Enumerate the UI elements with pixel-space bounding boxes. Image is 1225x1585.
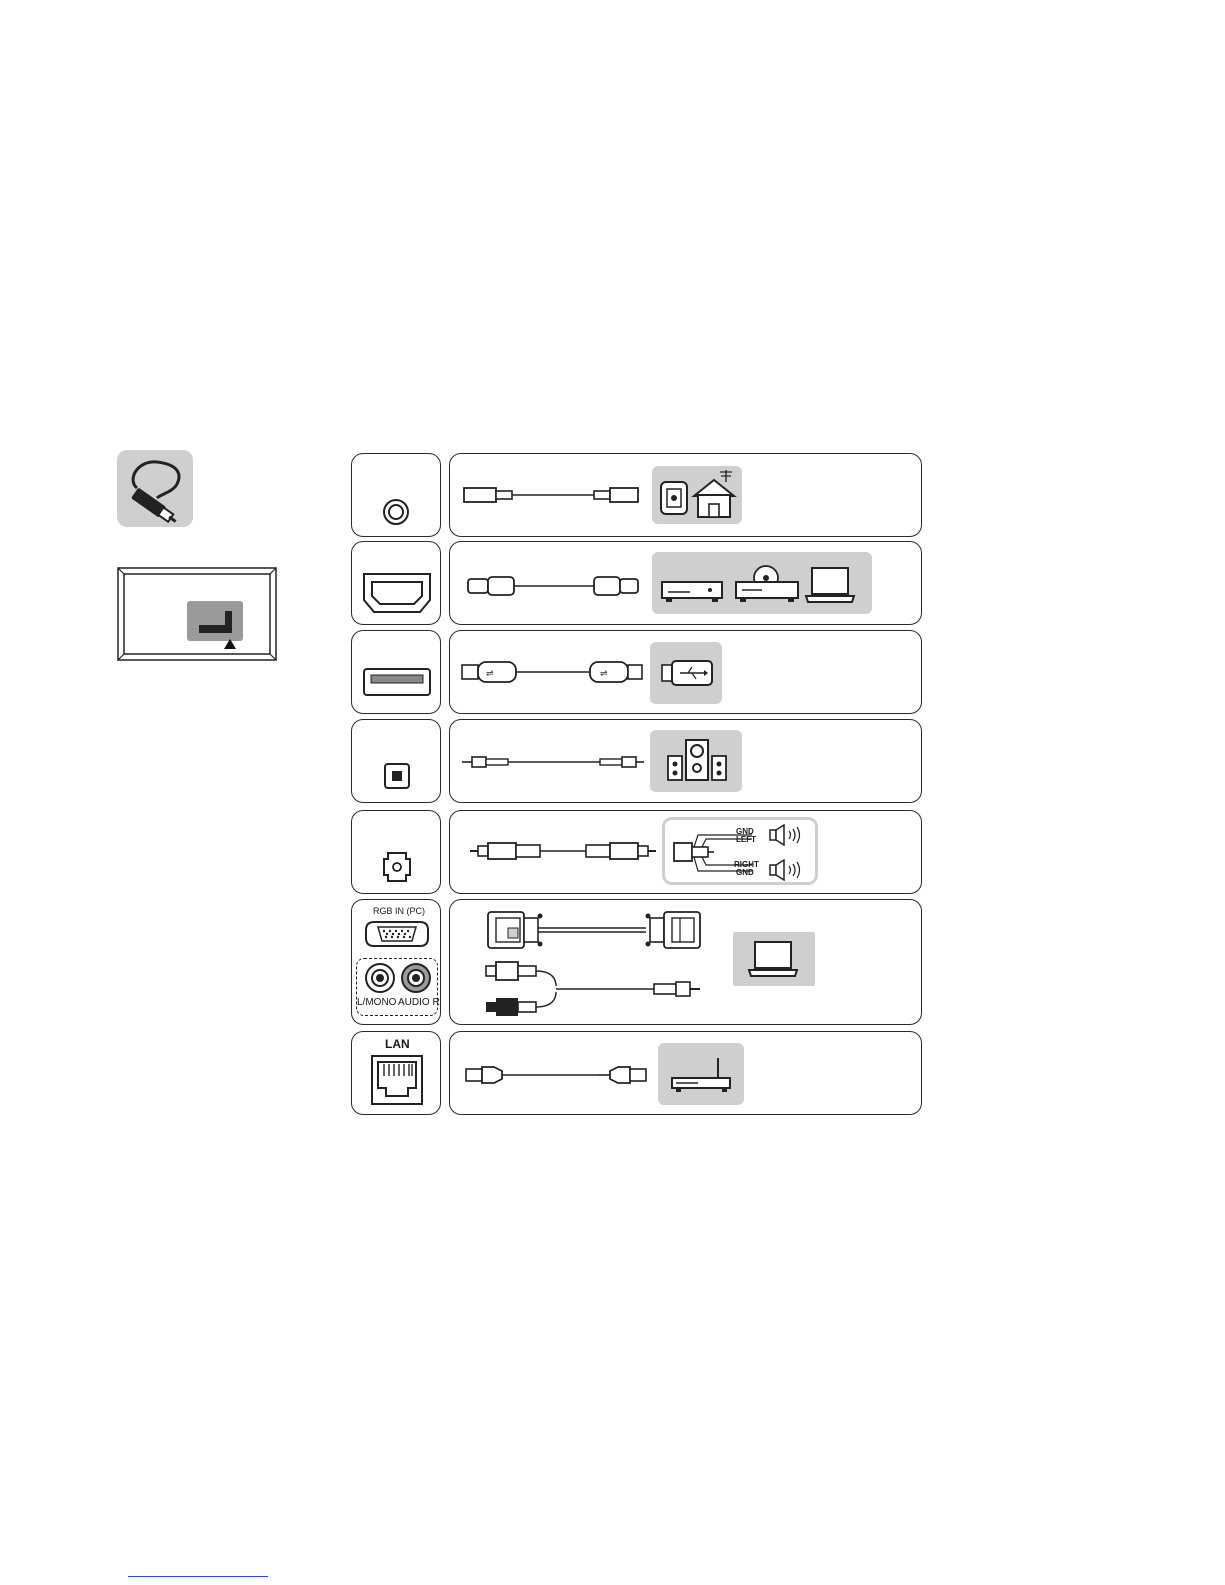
rj45-port-icon <box>370 1054 424 1106</box>
audio-r-jack-icon <box>400 962 432 994</box>
optical-port-icon <box>383 762 411 790</box>
usb-drive-icon <box>660 659 714 687</box>
audio-l-jack-icon <box>364 962 396 994</box>
svg-text:⇌: ⇌ <box>486 669 494 679</box>
audio-jack-cable-icon <box>468 839 658 863</box>
cable-box-headphone: GND LEFT RIGHT GND <box>449 810 922 894</box>
port-box-optical <box>351 719 441 803</box>
cable-box-lan <box>449 1031 922 1115</box>
footer-link-underline <box>128 1576 268 1577</box>
rca-to-jack-cable-icon <box>484 960 714 1020</box>
set-top-box-icon <box>660 578 724 604</box>
hdmi-cable-icon <box>462 574 642 598</box>
vga-cable-icon <box>486 908 716 952</box>
wall-outlet-icon <box>659 480 689 516</box>
optical-cable-icon <box>460 752 646 772</box>
cable-box-antenna <box>449 453 922 537</box>
router-icon <box>668 1054 734 1096</box>
usb-cable-icon: ⇌ ⇌ <box>460 659 646 685</box>
laptop-icon <box>747 940 799 978</box>
hdmi-port-icon <box>362 572 432 614</box>
svg-text:⇌: ⇌ <box>600 669 608 679</box>
cable-box-optical <box>449 719 922 803</box>
cable-box-rgb-pc <box>449 899 922 1025</box>
rgb-in-label: RGB IN (PC) <box>373 906 425 916</box>
cable-connection-icon <box>117 450 193 527</box>
headphone-port-icon <box>382 851 412 883</box>
port-box-headphone <box>351 810 441 894</box>
port-box-lan: LAN <box>351 1031 441 1115</box>
ethernet-cable-icon <box>464 1062 648 1088</box>
port-box-hdmi <box>351 541 441 625</box>
left-label: LEFT <box>736 836 756 844</box>
port-box-antenna <box>351 453 441 537</box>
dvd-player-icon <box>734 564 800 604</box>
coax-cable-icon <box>462 484 642 506</box>
port-box-rgb-pc: RGB IN (PC) L/MONO AUDIO R <box>351 899 441 1025</box>
tv-back-panel-icon <box>117 567 277 661</box>
vga-port-icon <box>364 920 430 948</box>
speaker-icon <box>768 859 804 881</box>
laptop-icon <box>804 566 856 604</box>
speaker-system-icon <box>664 736 730 784</box>
cable-box-usb: ⇌ ⇌ <box>449 630 922 714</box>
l-mono-label: L/MONO <box>357 997 396 1008</box>
lan-label: LAN <box>385 1037 410 1051</box>
cable-box-hdmi <box>449 541 922 625</box>
audio-r-label: AUDIO R <box>398 997 440 1008</box>
speaker-icon <box>768 824 804 846</box>
port-box-usb <box>351 630 441 714</box>
coax-port-icon <box>382 498 410 526</box>
house-antenna-icon <box>690 468 738 520</box>
gnd-bottom-label: GND <box>736 869 754 877</box>
usb-port-icon <box>362 667 432 697</box>
